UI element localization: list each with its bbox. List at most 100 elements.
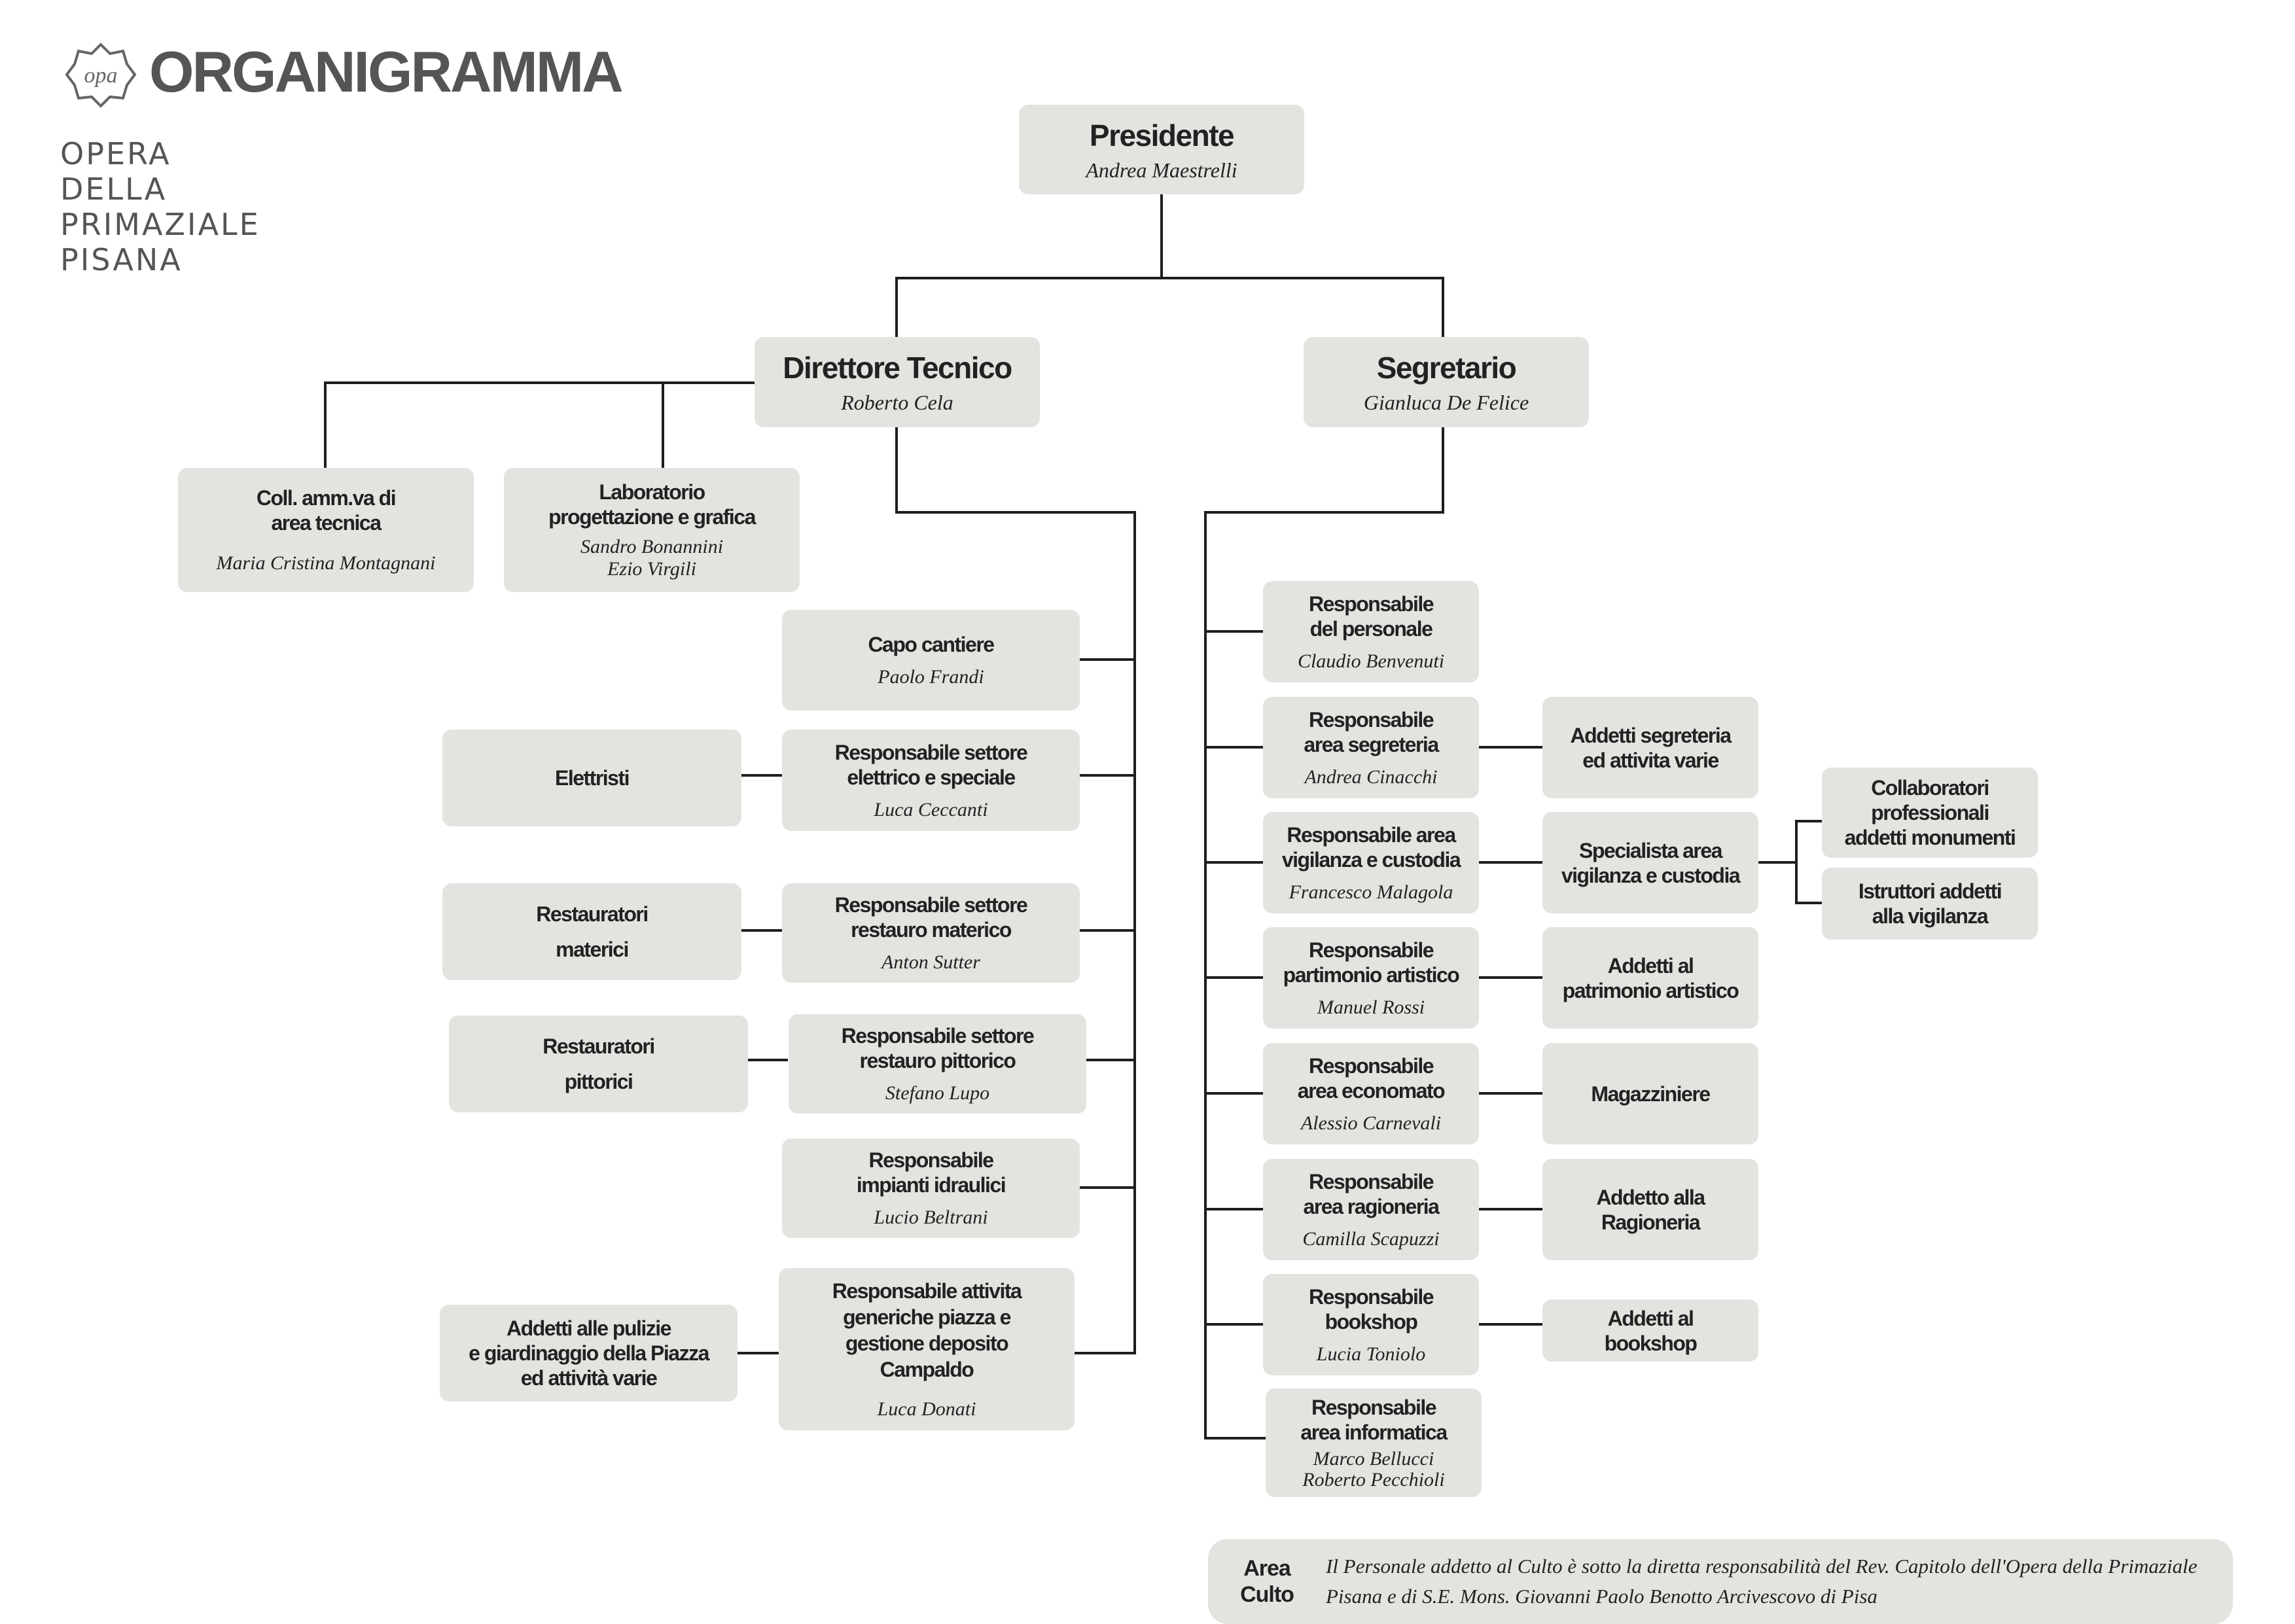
node-names: Manuel Rossi <box>1317 996 1425 1018</box>
node-laboratorio: Laboratorio progettazione e grafica Sand… <box>504 468 800 592</box>
node-title: Responsabile impianti idraulici <box>856 1148 1006 1197</box>
node-title: Capo cantiere <box>868 633 995 656</box>
node-addetto-ragioneria: Addetto alla Ragioneria <box>1542 1159 1758 1260</box>
node-names: Paolo Frandi <box>878 666 984 688</box>
node-names: Anton Sutter <box>881 951 980 973</box>
node-segretario: Segretario Gianluca De Felice <box>1304 337 1589 427</box>
connector-vigilanza-split <box>1754 820 1822 904</box>
node-resp-informatica: Responsabile area informatica Marco Bell… <box>1266 1388 1482 1497</box>
node-names: Gianluca De Felice <box>1363 391 1529 414</box>
node-names: Roberto Cela <box>841 391 953 414</box>
area-culto-label: Area Culto <box>1240 1556 1294 1607</box>
node-resp-patrimonio: Responsabile partimonio artistico Manuel… <box>1263 927 1479 1029</box>
node-names: Andrea Maestrelli <box>1086 158 1237 182</box>
node-names: Lucia Toniolo <box>1316 1343 1426 1365</box>
node-resp-economato: Responsabile area economato Alessio Carn… <box>1263 1043 1479 1144</box>
node-title: Responsabile area ragioneria <box>1303 1169 1440 1218</box>
connector-segretario-trunk <box>1204 424 1444 1439</box>
node-title: Collaboratori professionali addetti monu… <box>1844 776 2016 849</box>
node-title: Responsabile area vigilanza e custodia <box>1281 822 1461 872</box>
node-names: Sandro Bonannini Ezio Virgili <box>580 536 724 580</box>
node-specialista-vigilanza: Specialista area vigilanza e custodia <box>1542 812 1758 913</box>
node-magazziniere: Magazziniere <box>1542 1043 1758 1144</box>
opa-logo-icon: opa <box>65 43 137 108</box>
node-resp-vigilanza: Responsabile area vigilanza e custodia F… <box>1263 812 1479 913</box>
node-collaboratori: Collaboratori professionali addetti monu… <box>1822 768 2038 858</box>
node-names: Alessio Carnevali <box>1300 1112 1442 1134</box>
node-title: Addetti al bookshop <box>1604 1306 1698 1355</box>
institution-line: DELLA <box>60 171 168 207</box>
node-title: Addetto alla Ragioneria <box>1596 1185 1705 1234</box>
node-capo-cantiere: Capo cantiere Paolo Frandi <box>782 610 1080 711</box>
node-title: Responsabile attivita generiche piazza e… <box>832 1279 1022 1381</box>
node-title: Restauratori pittorici <box>543 1034 655 1093</box>
node-title: Restauratori materici <box>536 902 649 961</box>
node-title: Responsabile partimonio artistico <box>1283 938 1460 987</box>
node-names: Luca Ceccanti <box>874 798 988 821</box>
node-title: Addetti al patrimonio artistico <box>1562 953 1739 1002</box>
node-coll-area-tecnica: Coll. amm.va di area tecnica Maria Crist… <box>178 468 474 592</box>
page-title: ORGANIGRAMMA <box>149 39 624 104</box>
connector-presidente <box>895 192 1444 338</box>
connector-segretario-staff <box>1476 746 1543 1326</box>
node-names: Luca Donati <box>877 1398 976 1420</box>
node-names: Marco Bellucci Roberto Pecchioli <box>1302 1448 1445 1491</box>
node-names: Claudio Benvenuti <box>1297 650 1445 672</box>
node-addetti-pulizie: Addetti alle pulizie e giardinaggio dell… <box>440 1305 738 1402</box>
node-title: Istruttori addetti alla vigilanza <box>1858 879 2002 928</box>
node-names: Camilla Scapuzzi <box>1302 1227 1440 1250</box>
node-names: Francesco Malagola <box>1289 881 1453 903</box>
node-title: Magazziniere <box>1591 1082 1711 1106</box>
node-names: Lucio Beltrani <box>874 1207 988 1228</box>
node-istruttori: Istruttori addetti alla vigilanza <box>1822 868 2038 940</box>
node-direttore-tecnico: Direttore Tecnico Roberto Cela <box>755 337 1040 427</box>
node-title: Coll. amm.va di area tecnica <box>256 486 397 535</box>
node-resp-pittorico: Responsabile settore restauro pittorico … <box>789 1014 1086 1114</box>
node-resp-segreteria: Responsabile area segreteria Andrea Cina… <box>1263 697 1479 798</box>
node-elettristi: Elettristi <box>442 730 741 826</box>
node-title: Addetti segreteria ed attivita varie <box>1570 723 1732 772</box>
node-restauratori-pittorici: Restauratori pittorici <box>449 1015 748 1112</box>
connector-direttore-trunk <box>895 424 1136 1354</box>
node-presidente: Presidente Andrea Maestrelli <box>1019 105 1304 194</box>
node-resp-materico: Responsabile settore restauro materico A… <box>782 883 1080 983</box>
institution-name: OPERA DELLA PRIMAZIALE PISANA <box>60 136 260 277</box>
area-culto-text: Il Personale addetto al Culto è sotto la… <box>1326 1555 2197 1608</box>
institution-line: OPERA <box>60 136 171 171</box>
node-title: Responsabile area segreteria <box>1304 707 1439 756</box>
node-title: Laboratorio progettazione e grafica <box>548 480 756 529</box>
node-title: Responsabile settore restauro pittorico <box>841 1024 1035 1072</box>
svg-text:opa: opa <box>84 63 118 88</box>
connector-direttore-branches <box>1071 658 1136 1354</box>
node-title: Responsabile del personale <box>1308 591 1434 641</box>
node-resp-idraulici: Responsabile impianti idraulici Lucio Be… <box>782 1139 1080 1238</box>
node-resp-ragioneria: Responsabile area ragioneria Camilla Sca… <box>1263 1159 1479 1260</box>
node-names: Maria Cristina Montagnani <box>216 552 436 574</box>
connector-direttore-staff <box>324 381 756 469</box>
institution-line: PRIMAZIALE <box>60 207 260 242</box>
node-resp-generiche: Responsabile attivita generiche piazza e… <box>779 1268 1075 1430</box>
node-restauratori-materici: Restauratori materici <box>442 883 741 980</box>
node-title: Responsabile bookshop <box>1308 1284 1434 1333</box>
node-names: Andrea Cinacchi <box>1304 766 1438 788</box>
node-resp-personale: Responsabile del personale Claudio Benve… <box>1263 581 1479 682</box>
connector-segretario-branches <box>1204 630 1266 1439</box>
node-addetti-bookshop: Addetti al bookshop <box>1542 1299 1758 1362</box>
node-addetti-segreteria: Addetti segreteria ed attivita varie <box>1542 697 1758 798</box>
institution-line: PISANA <box>60 242 183 277</box>
node-resp-bookshop: Responsabile bookshop Lucia Toniolo <box>1263 1274 1479 1375</box>
node-resp-elettrico: Responsabile settore elettrico e special… <box>782 730 1080 831</box>
area-culto-note: Area Culto Il Personale addetto al Culto… <box>1208 1539 2233 1624</box>
node-title: Elettristi <box>554 766 630 790</box>
node-names: Stefano Lupo <box>885 1082 990 1104</box>
node-title: Specialista area vigilanza e custodia <box>1561 838 1741 887</box>
node-title: Presidente <box>1089 118 1235 152</box>
node-title: Responsabile settore restauro materico <box>834 893 1028 942</box>
node-title: Segretario <box>1376 351 1517 385</box>
node-title: Responsabile settore elettrico e special… <box>834 740 1028 789</box>
node-addetti-patrimonio: Addetti al patrimonio artistico <box>1542 927 1758 1029</box>
node-title: Direttore Tecnico <box>783 351 1012 385</box>
connector-staff-left <box>735 774 788 1354</box>
node-title: Responsabile area informatica <box>1300 1396 1448 1444</box>
